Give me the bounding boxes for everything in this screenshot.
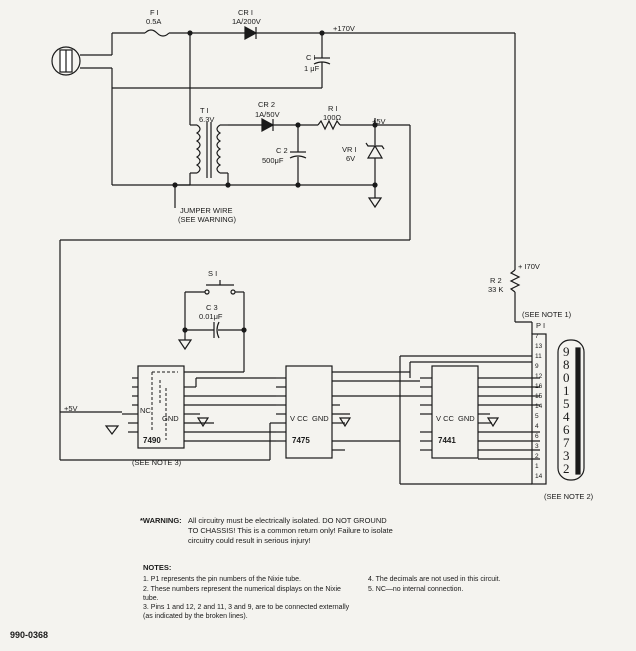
t1-value: 6.3V <box>199 115 215 124</box>
document-number: 990-0368 <box>10 630 49 640</box>
ic-7441 <box>431 365 479 459</box>
zener-vr1-icon <box>365 142 385 150</box>
nixie-pin-number: 12 <box>535 373 543 380</box>
cr2-label: CR 2 <box>258 100 276 109</box>
note-2: 2. These numbers represent the numerical… <box>143 586 341 602</box>
nixie-pin-number: 15 <box>535 393 543 400</box>
v5-label: +5V <box>372 117 386 126</box>
see-note2-label: (SEE NOTE 2) <box>544 492 594 501</box>
vcc-label-7441: V CC <box>436 414 454 423</box>
nixie-pin-number: 5 <box>535 413 539 420</box>
vr1-value: 6V <box>346 154 356 163</box>
nixie-pin-number: 14 <box>535 473 543 480</box>
see-note3-label: (SEE NOTE 3) <box>132 458 182 467</box>
nixie-pin-number: 1 <box>535 463 539 470</box>
nixie-digit: 4 <box>563 409 570 424</box>
warning-text: All circuitry must be electrically isola… <box>188 516 393 545</box>
ic-7490 <box>137 365 185 449</box>
r2-label: R 2 <box>490 276 502 285</box>
c1-label: C I <box>306 53 316 62</box>
ic2-name: 7475 <box>292 436 310 445</box>
gnd-label-7490: GND <box>162 414 179 423</box>
t1-label: T I <box>200 106 209 115</box>
cr1-value: 1A/200V <box>232 17 261 26</box>
c2-value: 500μF <box>262 156 284 165</box>
nixie-digit: 1 <box>563 383 570 398</box>
diode-cr1-icon <box>244 25 258 41</box>
note-4: 4. The decimals are not used in this cir… <box>368 576 501 583</box>
r1-value: 100Ω <box>323 113 342 122</box>
nixie-digit: 6 <box>563 422 570 437</box>
c2-label: C 2 <box>276 146 288 155</box>
nixie-pin-number: 3 <box>535 443 539 450</box>
r1-label: R I <box>328 104 338 113</box>
nixie-pin-number: 2 <box>535 453 539 460</box>
nixie-pin-number: 13 <box>535 343 543 350</box>
nixie-digit: 0 <box>563 370 570 385</box>
fuse-icon <box>144 29 170 37</box>
c1-value: 1 μF <box>304 64 320 73</box>
power-plug-icon <box>51 46 81 76</box>
v170-label: +170V <box>333 24 355 33</box>
p1-label: P I <box>536 321 546 330</box>
resistor-r1-icon <box>317 119 341 131</box>
nixie-digit: 2 <box>563 461 570 476</box>
fuse-value: 0.5A <box>146 17 162 26</box>
nixie-pin-number: 11 <box>535 353 542 360</box>
c3-value: 0.01μF <box>199 312 223 321</box>
nixie-pin-number: 7 <box>535 333 539 340</box>
nixie-digit: 8 <box>563 357 570 372</box>
nixie-digit: 5 <box>563 396 570 411</box>
note-3: 3. Pins 1 and 12, 2 and 11, 3 and 9, are… <box>143 604 350 620</box>
nixie-digit: 7 <box>563 435 570 450</box>
jumper-warning-label: (SEE WARNING) <box>178 215 237 224</box>
nixie-digit: 9 <box>563 344 570 359</box>
transformer-icon <box>195 124 201 174</box>
note-1: 1. P1 represents the pin numbers of the … <box>143 576 301 583</box>
resistor-r2-icon <box>509 269 521 293</box>
ground-icon <box>104 425 120 435</box>
notes-title: NOTES: <box>143 563 172 572</box>
nixie-pin-number: 14 <box>535 403 543 410</box>
c3-label: C 3 <box>206 303 218 312</box>
ic-7475 <box>285 365 333 459</box>
v170b-label: + I70V <box>518 262 540 271</box>
see-note1-label: (SEE NOTE 1) <box>522 310 572 319</box>
nixie-tube <box>557 339 585 481</box>
vr1-label: VR I <box>342 145 357 154</box>
nixie-digit: 3 <box>563 448 570 463</box>
nixie-pin-number: 4 <box>535 423 539 430</box>
cr1-label: CR I <box>238 8 253 17</box>
nixie-pin-number: 9 <box>535 363 539 370</box>
cr2-value: 1A/50V <box>255 110 280 119</box>
diode-cr2-icon <box>261 117 275 133</box>
gnd-label-7441: GND <box>458 414 475 423</box>
nc-label-7490: NC <box>140 406 151 415</box>
ic3-name: 7441 <box>438 436 456 445</box>
vcc-label-7475: V CC <box>290 414 308 423</box>
nixie-pin-number: 16 <box>535 383 543 390</box>
jumper-label: JUMPER WIRE <box>180 206 233 215</box>
nixie-pin-number: 6 <box>535 433 539 440</box>
s1-label: S I <box>208 269 218 278</box>
fuse-label: F I <box>150 8 159 17</box>
v5-left-label: +5V <box>64 404 78 413</box>
note-5: 5. NC—no internal connection. <box>368 586 464 593</box>
warning-heading: *WARNING: <box>140 516 182 525</box>
gnd-label-7475: GND <box>312 414 329 423</box>
ic1-name: 7490 <box>143 436 161 445</box>
r2-value: 33 K <box>488 285 504 294</box>
